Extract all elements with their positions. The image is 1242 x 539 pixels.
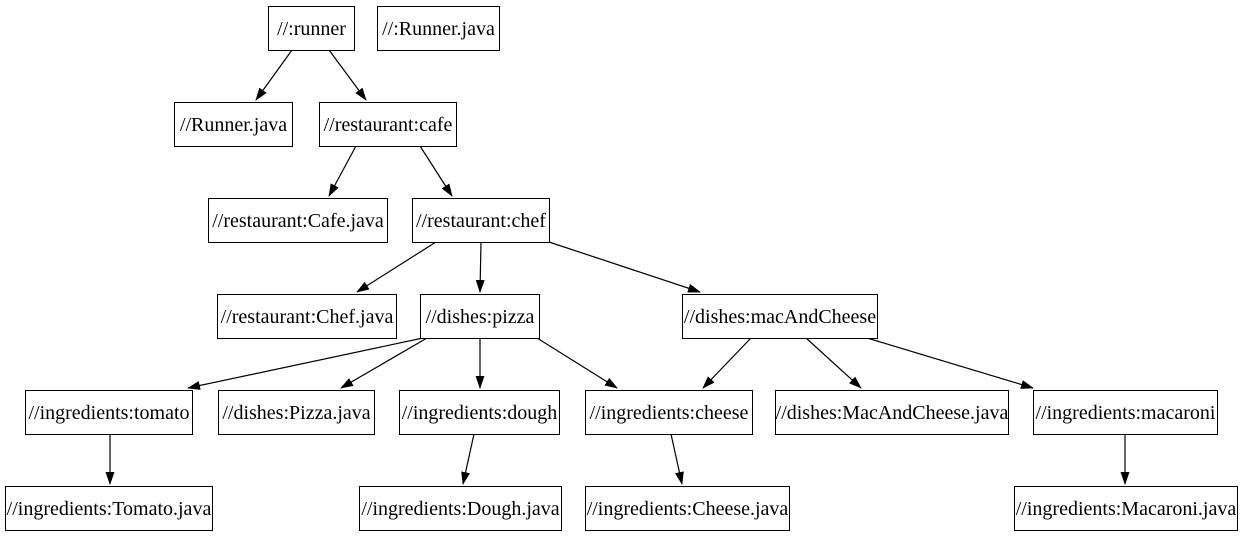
edge-runner-to-runner-java: [255, 49, 293, 101]
edge-chef-to-mac-and-cheese: [548, 241, 701, 293]
node-pizza: //dishes:pizza: [420, 294, 540, 339]
edge-mac-and-cheese-to-cheese: [702, 337, 752, 389]
node-tomato-java: //ingredients:Tomato.java: [5, 486, 213, 531]
node-mac-and-cheese-java: //dishes:MacAndCheese.java: [775, 390, 1009, 435]
node-cafe: //restaurant:cafe: [319, 102, 457, 147]
node-runner-java-target: //:Runner.java: [377, 6, 500, 51]
edge-mac-and-cheese-to-mac-and-cheese-java: [805, 337, 862, 389]
edge-dough-to-dough-java: [461, 433, 475, 485]
edge-cafe-to-chef: [419, 145, 453, 197]
node-macaroni-java: //ingredients:Macaroni.java: [1014, 486, 1238, 531]
edge-runner-to-cafe: [328, 49, 367, 101]
node-dough: //ingredients:dough: [399, 390, 560, 435]
edge-chef-to-pizza: [475, 241, 485, 293]
edge-cafe-to-cafe-java: [328, 145, 357, 197]
node-chef: //restaurant:chef: [412, 198, 550, 243]
node-dough-java: //ingredients:Dough.java: [359, 486, 562, 531]
node-chef-java: //restaurant:Chef.java: [217, 294, 397, 339]
node-macaroni: //ingredients:macaroni: [1033, 390, 1218, 435]
edge-pizza-to-cheese: [536, 337, 618, 389]
node-pizza-java: //dishes:Pizza.java: [218, 390, 375, 435]
edge-cheese-to-cheese-java: [670, 433, 684, 485]
node-runner-java: //Runner.java: [174, 102, 293, 147]
edge-pizza-to-tomato: [187, 337, 424, 390]
node-cafe-java: //restaurant:Cafe.java: [208, 198, 388, 243]
node-runner: //:runner: [268, 6, 355, 51]
node-cheese-java: //ingredients:Cheese.java: [585, 486, 790, 531]
edge-mac-and-cheese-to-macaroni: [866, 337, 1034, 389]
node-tomato: //ingredients:tomato: [25, 390, 193, 435]
edge-pizza-to-pizza-java: [340, 337, 428, 389]
edge-chef-to-chef-java: [356, 241, 437, 293]
node-mac-and-cheese: //dishes:macAndCheese: [682, 294, 878, 339]
node-cheese: //ingredients:cheese: [585, 390, 753, 435]
